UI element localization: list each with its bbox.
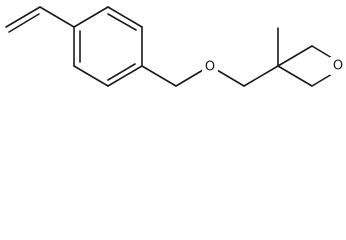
molecule-structure: O O	[5, 6, 346, 87]
oxygen-to-ch2-bond	[216, 69, 245, 87]
ring-inner-double-bond-top	[107, 13, 137, 31]
ring-inner-double-bond-bottom	[107, 63, 136, 81]
oxetane-bond-bottom	[277, 65, 313, 87]
benzene-ring	[73, 6, 143, 87]
vinyl-group	[5, 6, 75, 33]
ether-oxygen-label: O	[205, 60, 215, 75]
ch2-to-quaternary-carbon-bond	[243, 65, 279, 87]
oxetane-bond-top	[277, 45, 313, 67]
ring-to-ch2-bond	[141, 65, 177, 87]
oxetane-bond-top-to-oxygen	[311, 45, 333, 59]
ch2-to-oxygen-bond	[175, 69, 204, 87]
ring-oxygen-label: O	[333, 59, 343, 74]
oxetane-ring	[277, 27, 333, 87]
ring-bond-top-left	[73, 6, 109, 28]
ring-bond-bottom-left	[73, 65, 109, 87]
vinyl-terminal-double-bond-outer	[5, 6, 41, 28]
ring-oxygen-atom: O	[330, 57, 346, 75]
ring-bond-bottom-right	[107, 65, 143, 87]
vinyl-terminal-double-bond-inner	[8, 13, 40, 33]
ring-bond-top-right	[107, 6, 143, 28]
ether-linker	[141, 65, 279, 87]
oxetane-bond-bottom-to-oxygen	[311, 73, 333, 87]
ether-oxygen-atom: O	[202, 58, 218, 76]
vinyl-to-ring-bond	[39, 6, 75, 28]
